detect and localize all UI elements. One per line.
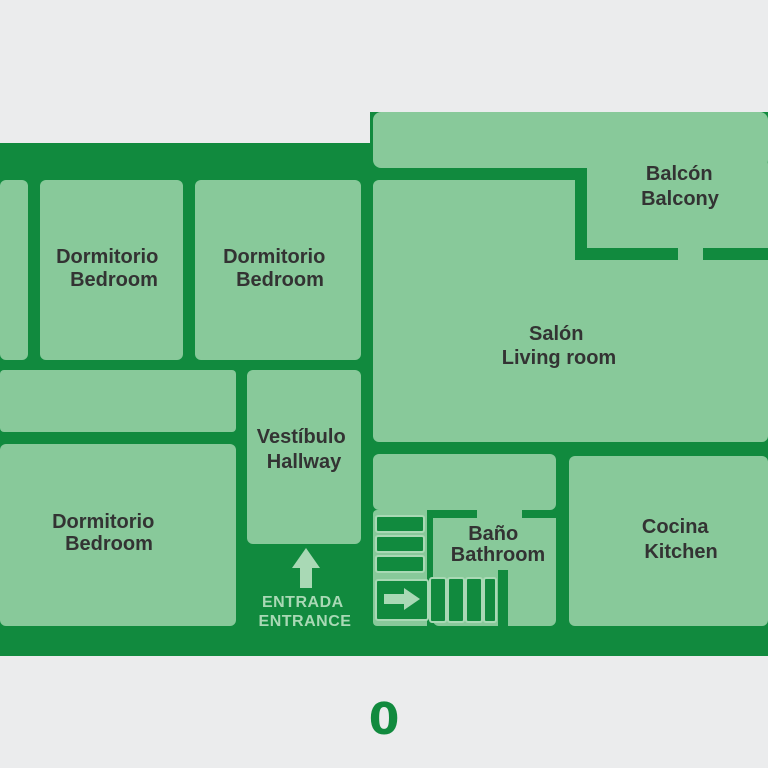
balcony-name-en: Balcony — [641, 188, 720, 210]
bedroom-top-left-name-en: Bedroom — [70, 269, 158, 291]
room-hallway[interactable] — [247, 370, 361, 544]
up-arrow-icon — [292, 548, 320, 588]
bedroom-bottom-label: Dormitorio Bedroom — [52, 511, 160, 555]
wall-bedrooms-bottom-c — [230, 360, 361, 370]
wall-bedrooms-bottom-a — [18, 360, 56, 370]
kitchen-name-en: Kitchen — [644, 541, 717, 563]
wall-corridor-bottom-b — [160, 432, 236, 444]
hallway-label: Vestíbulo Hallway — [257, 426, 351, 473]
wall-living-bottom-b — [613, 442, 768, 456]
stair-step — [375, 535, 425, 553]
living-room-label: Salón Living room — [502, 323, 616, 369]
room-balcony[interactable] — [373, 112, 768, 168]
stair-step — [429, 577, 447, 623]
corridor-left[interactable] — [0, 370, 236, 432]
wall-kitchen-left-top — [556, 454, 569, 470]
room-bedroom-top-right[interactable] — [195, 180, 361, 360]
bedroom-top-right-name-es: Dormitorio — [223, 246, 325, 268]
room-left-partial[interactable] — [0, 180, 28, 360]
wall-balcony-bottom-a — [575, 248, 678, 260]
wall-bath-top-b — [522, 510, 556, 518]
room-kitchen[interactable] — [569, 456, 768, 626]
wall-bedrooms-split-b — [183, 180, 195, 360]
floor-number: 0 — [369, 694, 400, 745]
wall-hall-right-top — [361, 180, 373, 386]
stair-step — [375, 555, 425, 573]
wall-bath-left — [427, 510, 433, 626]
living-room-name-es: Salón — [529, 323, 583, 345]
room-bedroom-bottom[interactable] — [0, 444, 236, 626]
bedroom-bottom-name-es: Dormitorio — [52, 511, 154, 533]
wall-living-bottom-a — [373, 442, 588, 454]
wall-hall-right-bottom — [361, 412, 373, 544]
bathroom-label: Baño Bathroom — [451, 523, 545, 566]
kitchen-name-es: Cocina — [642, 516, 710, 538]
entrance-label: ENTRADA ENTRANCE — [259, 594, 352, 630]
balcony-name-es: Balcón — [646, 163, 713, 185]
bedroom-top-right-name-en: Bedroom — [236, 269, 324, 291]
corridor-bathroom[interactable] — [373, 454, 556, 510]
wall-balcony-vertical — [575, 168, 587, 260]
stairs — [375, 515, 497, 623]
wall-hall-left-top — [236, 370, 247, 386]
stair-step — [447, 577, 465, 623]
bedroom-top-right-label: Dormitorio Bedroom — [223, 246, 331, 291]
entrance-label-en: ENTRANCE — [259, 613, 352, 630]
hallway-name-es: Vestíbulo — [257, 426, 346, 448]
hallway-name-en: Hallway — [267, 451, 342, 473]
stair-step — [375, 515, 425, 533]
stair-step — [465, 577, 483, 623]
wall-bedrooms-bottom-b — [82, 360, 202, 370]
room-living-room[interactable] — [373, 180, 768, 442]
living-room-name-en: Living room — [502, 347, 616, 369]
right-arrow-icon — [384, 588, 420, 610]
wall-balcony-bottom-b — [703, 248, 768, 260]
bathroom-name-en: Bathroom — [451, 544, 545, 566]
bathroom-name-es: Baño — [468, 523, 518, 545]
bedroom-top-left-label: Dormitorio Bedroom — [56, 246, 164, 291]
wall-kitchen-left-bottom — [556, 494, 569, 626]
entrance-label-es: ENTRADA — [262, 594, 344, 611]
wall-bath-top-a — [427, 510, 477, 518]
wall-bath-inner — [498, 570, 508, 626]
room-bedroom-top-left[interactable] — [40, 180, 183, 360]
balcony-label: Balcón Balcony — [641, 163, 720, 210]
wall-hall-left-bottom — [236, 410, 247, 544]
bedroom-top-left-name-es: Dormitorio — [56, 246, 158, 268]
wall-bedrooms-split-a — [28, 180, 40, 360]
kitchen-label: Cocina Kitchen — [642, 516, 718, 563]
wall-corridor-bottom-a — [0, 432, 135, 444]
bedroom-bottom-name-en: Bedroom — [65, 533, 153, 555]
stair-step — [483, 577, 497, 623]
